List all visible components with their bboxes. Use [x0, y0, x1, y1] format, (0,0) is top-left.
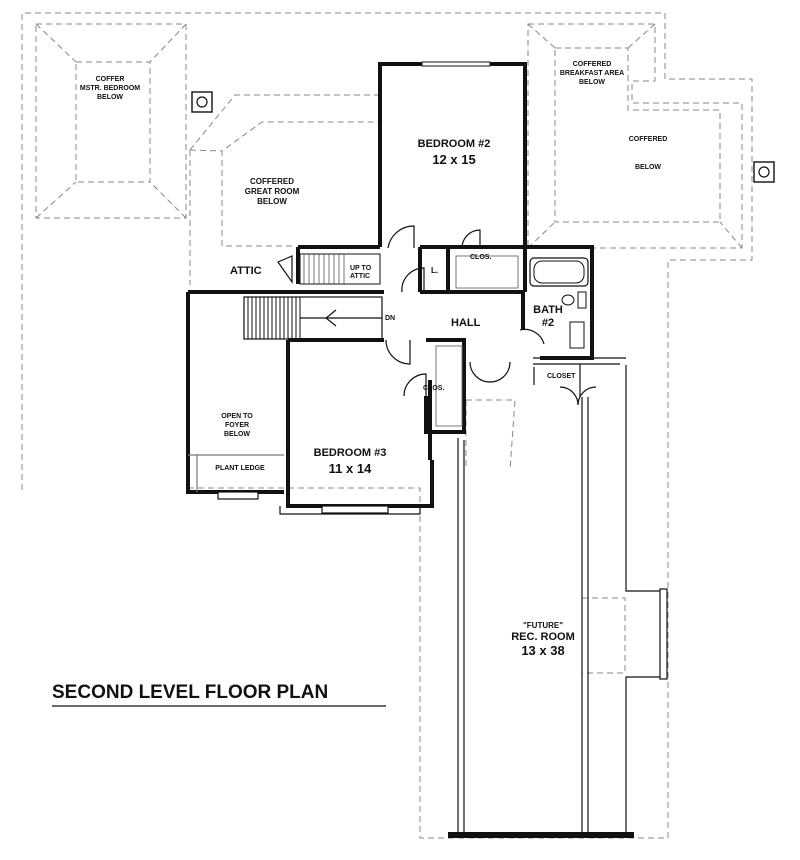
- attic-label: ATTIC: [230, 265, 262, 277]
- coffered-line1: COFFERED: [629, 136, 668, 143]
- open-foyer-line2: FOYER: [225, 422, 249, 429]
- plant-ledge-label: PLANT LEDGE: [215, 465, 265, 472]
- great-room-line3: BELOW: [257, 197, 287, 206]
- chimney-square-left: [191, 91, 213, 113]
- chimney-square-right: [753, 161, 775, 183]
- bath2-line1: BATH: [533, 304, 563, 316]
- open-foyer-line1: OPEN TO: [221, 413, 253, 420]
- roof-outline: [21, 12, 753, 839]
- plan-title: SECOND LEVEL FLOOR PLAN: [52, 682, 328, 703]
- exterior-walls: [186, 61, 594, 515]
- doors: [277, 225, 545, 397]
- breakfast-line1: COFFERED: [573, 61, 612, 68]
- master-coffer-line1: COFFER: [96, 76, 125, 83]
- rec-room-line1: "FUTURE": [523, 621, 563, 630]
- breakfast-line3: BELOW: [579, 79, 605, 86]
- closet-hall-label: CLOSET: [547, 373, 576, 380]
- coffered-line2: BELOW: [635, 164, 661, 171]
- rec-room-size: 13 x 38: [521, 643, 564, 658]
- bath2-line2: #2: [542, 317, 554, 329]
- bedroom2-size: 12 x 15: [432, 152, 475, 167]
- rec-room-walls: [448, 357, 668, 838]
- bedroom3-name: BEDROOM #3: [314, 447, 387, 459]
- master-coffer-line3: BELOW: [97, 94, 123, 101]
- bedroom3-size: 11 x 14: [329, 461, 372, 476]
- closet-bed3-label: CLOS.: [423, 385, 444, 392]
- great-room-line2: GREAT ROOM: [245, 187, 300, 196]
- bedroom2-name: BEDROOM #2: [418, 138, 491, 150]
- rec-room-line2: REC. ROOM: [511, 631, 575, 643]
- up-to-attic-line1: UP TO: [350, 265, 372, 272]
- open-foyer-line3: BELOW: [224, 431, 250, 438]
- stair-dn-label: DN: [385, 315, 395, 322]
- closet-bed2-label: CLOS.: [470, 254, 491, 261]
- stair: [243, 253, 383, 340]
- breakfast-line2: BREAKFAST AREA: [560, 70, 624, 77]
- hall-label: HALL: [451, 317, 481, 329]
- linen-label: L.: [431, 266, 438, 275]
- bath-fixtures: [435, 255, 589, 427]
- up-to-attic-line2: ATTIC: [350, 273, 370, 280]
- great-room-line1: COFFERED: [250, 177, 294, 186]
- master-coffer-line2: MSTR. BEDROOM: [80, 85, 140, 92]
